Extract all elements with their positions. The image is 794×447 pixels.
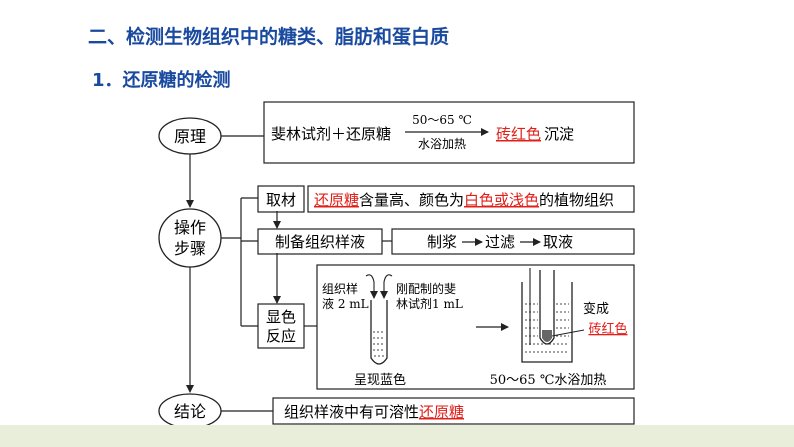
material-label: 取材	[266, 191, 296, 209]
precipitate-pointer	[551, 329, 585, 337]
test-tube-before	[370, 300, 388, 365]
water-bath-beaker	[521, 282, 573, 363]
subsection-heading: 1．还原糖的检测	[92, 70, 231, 91]
sample-drop-arrow	[365, 274, 378, 299]
material-desc-box	[307, 185, 635, 213]
principle-reagent: 斐林试剂＋还原糖	[271, 125, 391, 143]
material-highlight-color: 白色或浅色	[464, 191, 539, 209]
change-text: 变成	[583, 301, 609, 317]
material-text2: 的植物组织	[539, 191, 614, 209]
conclusion-highlight: 还原糖	[419, 403, 464, 421]
material-description: 还原糖含量高、颜色为白色或浅色的植物组织	[314, 191, 614, 209]
reagent-label-line1: 刚配制的斐	[396, 281, 456, 296]
principle-heating: 水浴加热	[418, 137, 466, 151]
section-heading: 二、检测生物组织中的糖类、脂肪和蛋白质	[88, 26, 450, 48]
principle-box	[263, 101, 635, 164]
prepare-label: 制备组织样液	[275, 233, 365, 251]
reaction-label-line2: 反应	[266, 327, 296, 345]
material-highlight-sugar: 还原糖	[314, 191, 359, 209]
after-caption: 50～65 ℃水浴加热	[490, 373, 607, 388]
change-highlight: 砖红色	[588, 321, 627, 337]
conclusion-text: 组织样液中有可溶性还原糖	[284, 403, 464, 421]
liquid-before	[373, 331, 385, 357]
prepare-steps-box	[391, 228, 635, 255]
footer-band	[0, 425, 794, 447]
reagent-drop-arrow	[380, 274, 393, 299]
reaction-label-line1: 显色	[266, 308, 296, 326]
prepare-step1: 制浆	[427, 233, 457, 251]
material-label-box	[257, 185, 305, 213]
principle-temp: 50～65 ℃	[412, 113, 472, 127]
before-caption: 呈现蓝色	[354, 372, 406, 388]
steps-label-line2: 步骤	[174, 239, 206, 258]
principle-product-highlight: 砖红色	[496, 125, 541, 143]
conclusion-label: 结论	[174, 402, 206, 421]
test-tube-after	[539, 270, 555, 345]
conclusion-box	[272, 397, 635, 425]
principle-label: 原理	[174, 127, 206, 146]
diagram-background	[152, 100, 644, 440]
sample-label-line1: 组织样	[322, 281, 358, 296]
reaction-illustration-box	[316, 264, 635, 390]
principle-product-rest: 沉淀	[544, 125, 574, 143]
conclusion-plain: 组织样液中有可溶性	[284, 403, 419, 421]
steps-label-line1: 操作	[174, 218, 206, 237]
reagent-label-line2: 林试剂1 mL	[396, 296, 463, 311]
prepare-step2: 过滤	[485, 233, 515, 251]
material-text1: 含量高、颜色为	[359, 191, 464, 209]
brick-red-precipitate	[542, 330, 552, 342]
sample-label-line2: 液 2 mL	[322, 296, 369, 311]
prepare-step3: 取液	[543, 233, 573, 251]
